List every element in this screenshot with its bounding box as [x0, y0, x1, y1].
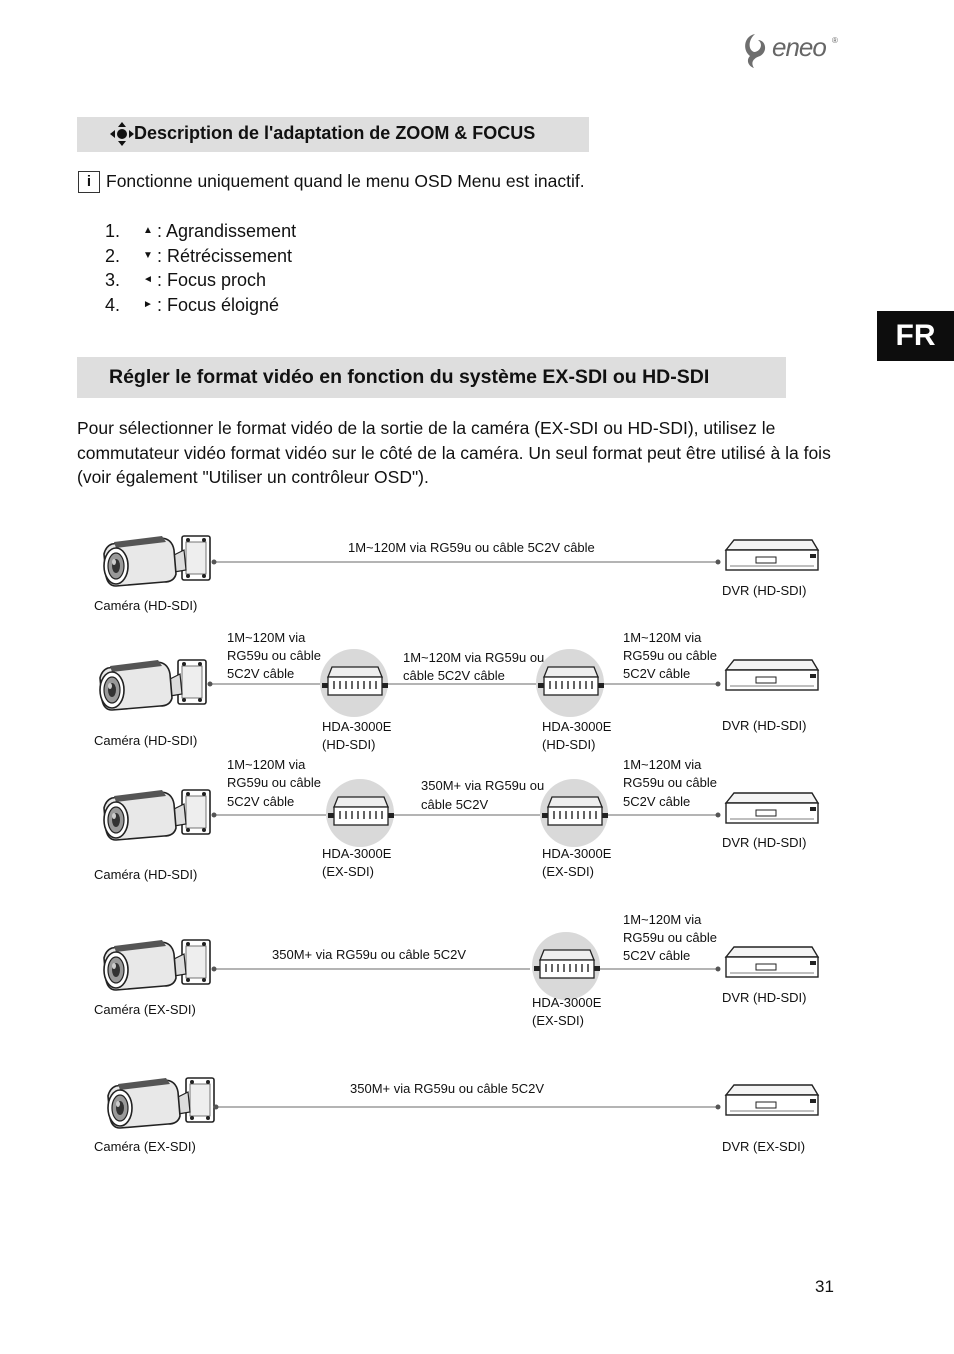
cable-label: 5C2V câble [623, 948, 690, 963]
section-header-zoom-focus: Description de l'adaptation de ZOOM & FO… [77, 117, 589, 152]
camera-label: Caméra (EX-SDI) [94, 1002, 196, 1017]
camera-icon [103, 535, 211, 587]
arrow-right-icon: ► [143, 299, 153, 311]
hda-label: (EX-SDI) [532, 1013, 584, 1028]
list-number: 1. [105, 221, 121, 241]
section-header-video-format: Régler le format vidéo en fonction du sy… [77, 357, 786, 398]
dvr-label: DVR (EX-SDI) [722, 1139, 805, 1154]
logo-text: eneo [772, 32, 827, 62]
arrow-down-icon: ▼ [143, 249, 153, 261]
camera-label: Caméra (HD-SDI) [94, 867, 197, 882]
dvr-icon [725, 1084, 819, 1116]
joystick-icon [110, 122, 134, 146]
list-text: : Rétrécissement [157, 245, 293, 266]
cable-label: 5C2V câble [227, 794, 294, 809]
dvr-icon [725, 792, 819, 824]
diagram-row-4: Caméra (EX-SDI) 350M+ via RG59u ou câble… [94, 912, 819, 1028]
hda-label: HDA-3000E [542, 846, 612, 861]
diagram-row-2: Caméra (HD-SDI) 1M~120M via RG59u ou câb… [94, 630, 819, 752]
list-item: 3. ◄ : Focus proch [105, 268, 296, 293]
eneo-swirl-icon [745, 34, 766, 68]
cable-label: 1M~120M via [623, 912, 702, 927]
dvr-icon [725, 946, 819, 978]
cable-label: RG59u ou câble [227, 775, 321, 790]
diagram-row-1: Caméra (HD-SDI) 1M~120M via RG59u ou câb… [94, 535, 819, 613]
list-item: 1. ▲ : Agrandissement [105, 219, 296, 244]
cable-label: 350M+ via RG59u ou [421, 778, 544, 793]
cable-label: RG59u ou câble [623, 648, 717, 663]
dvr-label: DVR (HD-SDI) [722, 990, 807, 1005]
camera-icon [103, 789, 211, 841]
hda-label: (EX-SDI) [322, 864, 374, 879]
hda-label: HDA-3000E [322, 719, 392, 734]
dvr-label: DVR (HD-SDI) [722, 583, 807, 598]
cable-label: 1M~120M via [227, 630, 306, 645]
hda-label: (HD-SDI) [542, 737, 595, 752]
paragraph: Pour sélectionner le format vidéo de la … [77, 418, 831, 488]
hda-converter-icon [325, 778, 395, 848]
list-item: 4. ► : Focus éloigné [105, 293, 296, 318]
hda-converter-icon [539, 778, 609, 848]
list-number: 4. [105, 295, 121, 316]
dvr-icon [725, 539, 819, 571]
dvr-icon [725, 659, 819, 691]
arrow-left-icon: ◄ [143, 274, 153, 286]
cable-label: câble 5C2V [421, 797, 489, 812]
cable-label: 5C2V câble [623, 794, 690, 809]
list-text: : Focus éloigné [157, 295, 280, 316]
camera-icon [107, 1077, 215, 1129]
camera-label: Caméra (HD-SDI) [94, 598, 197, 613]
cable-label: 350M+ via RG59u ou câble 5C2V [272, 947, 466, 962]
list-text: : Focus proch [157, 270, 267, 291]
camera-icon [99, 659, 207, 711]
language-tab: FR [877, 311, 954, 361]
list-number: 3. [105, 270, 121, 291]
cable-label: RG59u ou câble [227, 648, 321, 663]
hda-label: HDA-3000E [532, 995, 602, 1010]
list-number: 2. [105, 245, 121, 266]
dvr-label: DVR (HD-SDI) [722, 718, 807, 733]
hda-label: (HD-SDI) [322, 737, 375, 752]
info-note: i Fonctionne uniquement quand le menu OSD… [78, 171, 585, 194]
registered-mark: ® [832, 36, 838, 45]
cable-label: RG59u ou câble [623, 775, 717, 790]
hda-label: HDA-3000E [322, 846, 392, 861]
diagram-row-5: Caméra (EX-SDI) 350M+ via RG59u ou câble… [94, 1077, 819, 1154]
hda-converter-icon [531, 931, 601, 1001]
info-icon: i [78, 171, 100, 194]
cable-label: 350M+ via RG59u ou câble 5C2V [350, 1081, 544, 1096]
arrow-up-icon: ▲ [143, 225, 153, 236]
info-text: Fonctionne uniquement quand le menu OSD … [106, 171, 585, 191]
zoom-focus-list: 1. ▲ : Agrandissement 2. ▼ : Rétrécissem… [105, 219, 296, 318]
diagram-row-3: Caméra (HD-SDI) 1M~120M via RG59u ou câb… [94, 757, 819, 882]
camera-label: Caméra (HD-SDI) [94, 733, 197, 748]
dvr-label: DVR (HD-SDI) [722, 835, 807, 850]
hda-converter-icon [535, 648, 605, 718]
cable-label: 1M~120M via RG59u ou câble 5C2V câble [348, 540, 595, 555]
cable-label: 1M~120M via [623, 757, 702, 772]
cable-label: 1M~120M via [623, 630, 702, 645]
cable-label: 1M~120M via [227, 757, 306, 772]
camera-icon [103, 939, 211, 991]
cable-label: RG59u ou câble [623, 930, 717, 945]
cable-label: 1M~120M via RG59u ou [403, 650, 544, 665]
hda-converter-icon [319, 648, 389, 718]
cable-label: câble 5C2V câble [403, 668, 505, 683]
cable-label: 5C2V câble [227, 666, 294, 681]
page-number: 31 [815, 1277, 834, 1296]
hda-label: (EX-SDI) [542, 864, 594, 879]
section-title: Régler le format vidéo en fonction du sy… [109, 366, 710, 388]
section-title: Description de l'adaptation de ZOOM & FO… [134, 123, 536, 143]
cable-label: 5C2V câble [623, 666, 690, 681]
list-text: : Agrandissement [157, 221, 297, 241]
list-item: 2. ▼ : Rétrécissement [105, 244, 296, 269]
camera-label: Caméra (EX-SDI) [94, 1139, 196, 1154]
hda-label: HDA-3000E [542, 719, 612, 734]
brand-logo: eneo ® [740, 30, 840, 70]
